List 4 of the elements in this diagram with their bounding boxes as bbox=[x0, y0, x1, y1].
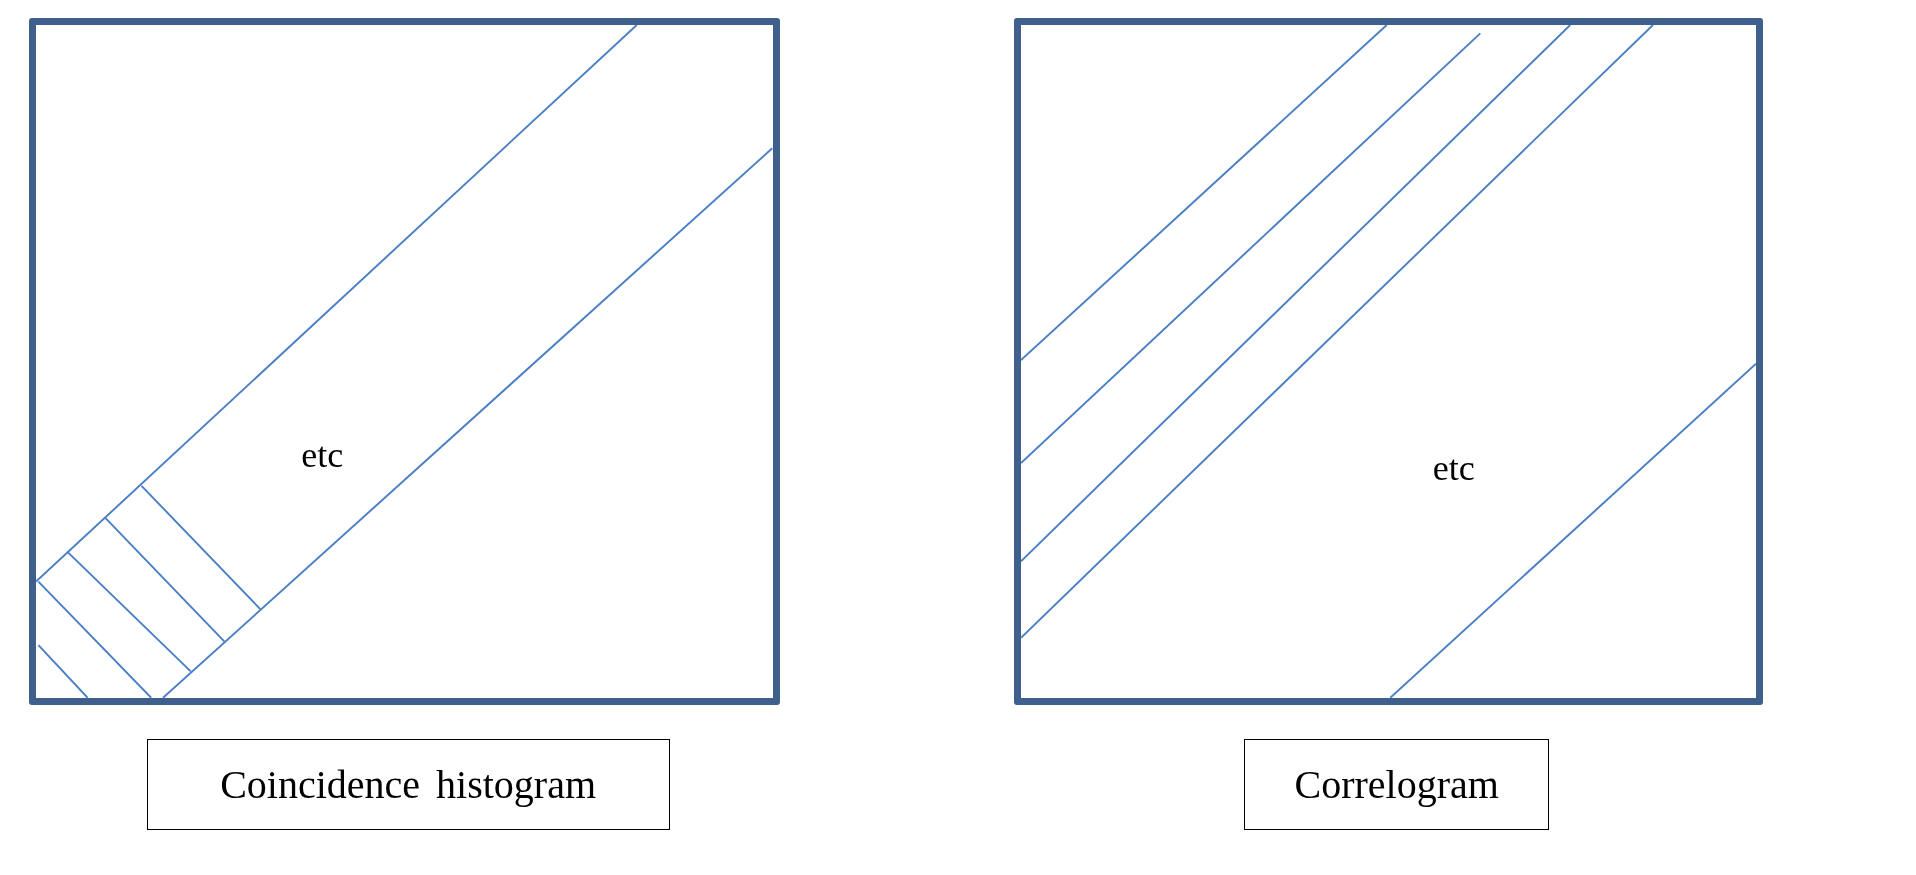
plot-label: etc bbox=[301, 434, 344, 477]
caption-box: Correlogram bbox=[1243, 739, 1550, 830]
caption-box: Coincidence histogram bbox=[146, 739, 670, 830]
plot-label: etc bbox=[1432, 446, 1475, 489]
